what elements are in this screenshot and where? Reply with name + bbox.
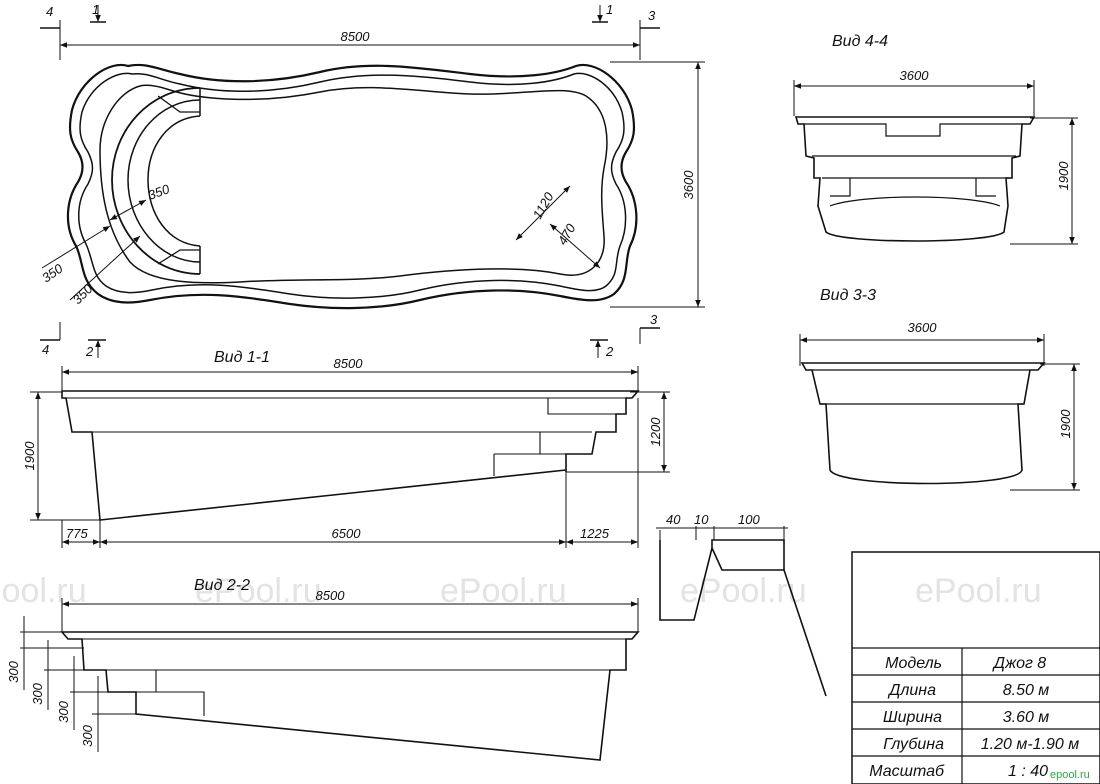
pool-outer-rim — [66, 63, 638, 310]
step-radius-dim: 350 — [39, 260, 66, 285]
dimension-line — [41, 225, 111, 269]
table-label: Модель — [885, 655, 942, 672]
deep-depth-dim: 1900 — [22, 441, 37, 471]
corner-depth-dim: 470 — [555, 221, 579, 248]
step-profile — [108, 670, 205, 716]
step-profile — [493, 398, 616, 476]
rim-detail: 40 10 100 — [656, 512, 827, 697]
table-value: Джог 8 — [992, 655, 1047, 672]
table-frame — [851, 551, 1100, 784]
step-height-dim: 300 — [80, 724, 95, 746]
step-middle — [127, 99, 201, 263]
watermark: ePool.ru — [915, 572, 1042, 610]
seg-left-dim: 775 — [66, 526, 88, 541]
step-tread — [157, 249, 200, 265]
table-label: Длина — [887, 682, 936, 699]
view-title: Вид 4-4 — [832, 33, 888, 50]
section-label: 1 — [606, 2, 613, 17]
spec-table: Модель Джог 8 Длина 8.50 м Ширина 3.60 м… — [851, 551, 1100, 784]
step-inner — [147, 115, 201, 247]
step-outer — [111, 87, 201, 275]
view-4-4: Вид 4-4 3600 1900 — [793, 33, 1078, 245]
shallow-depth-dim: 1200 — [648, 417, 663, 447]
width-dim: 3600 — [900, 68, 930, 83]
view-title: Вид 1-1 — [214, 349, 270, 366]
section-label: 2 — [85, 344, 94, 359]
section-label: 3 — [650, 312, 658, 327]
table-value: 1.20 м-1.90 м — [981, 736, 1079, 753]
watermark: ePool.ru — [680, 572, 807, 610]
step-profile — [804, 123, 1022, 207]
rim-dim: 10 — [694, 512, 709, 527]
table-value: 8.50 м — [1003, 682, 1050, 699]
length-dim: 8500 — [316, 588, 346, 603]
table-label: Глубина — [883, 736, 944, 753]
plan-width-dim: 3600 — [681, 170, 696, 200]
step-radius-dim: 350 — [146, 181, 172, 203]
view-2-2: Вид 2-2 8500 300 300 300 300 — [6, 577, 640, 761]
corner-watermark: epool.ru — [1050, 769, 1090, 781]
seg-right-dim: 1225 — [580, 526, 610, 541]
section-label: 1 — [92, 2, 99, 17]
table-value: 1 : 40 — [1008, 763, 1048, 780]
step-height-dim: 300 — [6, 660, 21, 682]
section-label: 3 — [648, 8, 656, 23]
pool-inner-rim — [78, 72, 627, 299]
plan-length-dim: 8500 — [341, 29, 371, 44]
width-dim: 3600 — [908, 320, 938, 335]
dimension-line — [515, 185, 571, 241]
section-label: 4 — [42, 342, 49, 357]
watermark-row: ePool.ru ePool.ru ePool.ru ePool.ru ePoo… — [0, 572, 1042, 610]
pool-section — [60, 631, 640, 761]
pool-water-edge — [99, 84, 608, 284]
corner-width-dim: 1120 — [530, 189, 557, 221]
table-label: Ширина — [883, 709, 942, 726]
section-label: 4 — [46, 4, 53, 19]
length-dim: 8500 — [334, 356, 364, 371]
table-value: 3.60 м — [1003, 709, 1050, 726]
dimension-line — [69, 235, 141, 301]
step-height-dim: 300 — [56, 700, 71, 722]
dimension-line — [549, 223, 601, 269]
depth-dim: 1900 — [1058, 409, 1073, 439]
view-3-3: Вид 3-3 3600 1900 — [799, 287, 1080, 491]
step-tread — [157, 95, 200, 113]
section-label: 2 — [605, 344, 614, 359]
rim-profile — [659, 539, 827, 697]
table-label: Масштаб — [869, 763, 945, 780]
depth-dim: 1900 — [1056, 161, 1071, 191]
view-1-1: Вид 1-1 4 2 2 3 8500 1900 1200 — [22, 312, 670, 548]
rim-dim: 40 — [666, 512, 681, 527]
dimension-line — [109, 199, 147, 221]
view-title: Вид 3-3 — [820, 287, 876, 304]
seg-mid-dim: 6500 — [332, 526, 362, 541]
step-radius-dim: 350 — [70, 281, 96, 307]
plan-view: 8500 4 1 1 3 3600 350 350 350 — [39, 2, 705, 310]
step-height-dim: 300 — [30, 682, 45, 704]
pool-section — [61, 390, 640, 521]
rim-dim: 100 — [738, 512, 760, 527]
pool-section — [800, 362, 1046, 485]
pool-section — [794, 116, 1036, 242]
view-title: Вид 2-2 — [194, 577, 250, 594]
